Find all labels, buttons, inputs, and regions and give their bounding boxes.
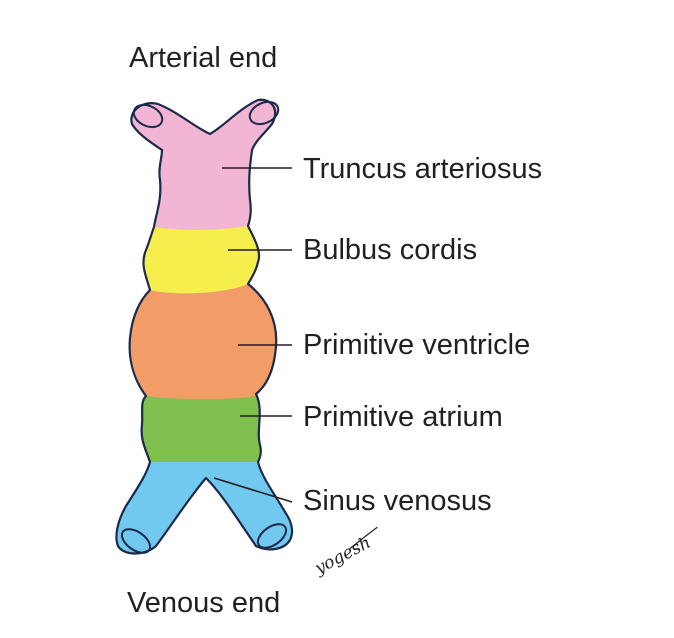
segment-truncus-arteriosus (131, 99, 276, 230)
label-bulbus-cordis: Bulbus cordis (303, 234, 477, 266)
signature-mark: yogesh (311, 526, 378, 580)
arterial-end-label: Arterial end (129, 42, 277, 74)
venous-end-label: Venous end (127, 587, 280, 619)
label-sinus-venosus: Sinus venosus (303, 485, 492, 517)
segment-primitive-atrium (141, 392, 261, 462)
label-truncus-arteriosus: Truncus arteriosus (303, 153, 542, 185)
segment-sinus-venosus (116, 460, 293, 554)
segment-bulbus-cordis (143, 224, 260, 294)
truncus-right-opening (248, 100, 280, 126)
label-primitive-ventricle: Primitive ventricle (303, 329, 530, 361)
pointer-sinus (213, 477, 293, 503)
heart-tube-outline (115, 98, 294, 555)
segment-primitive-ventricle (129, 282, 277, 399)
sinus-right-opening (256, 523, 288, 549)
label-primitive-atrium: Primitive atrium (303, 401, 503, 433)
signature-text: yogesh (311, 533, 375, 580)
